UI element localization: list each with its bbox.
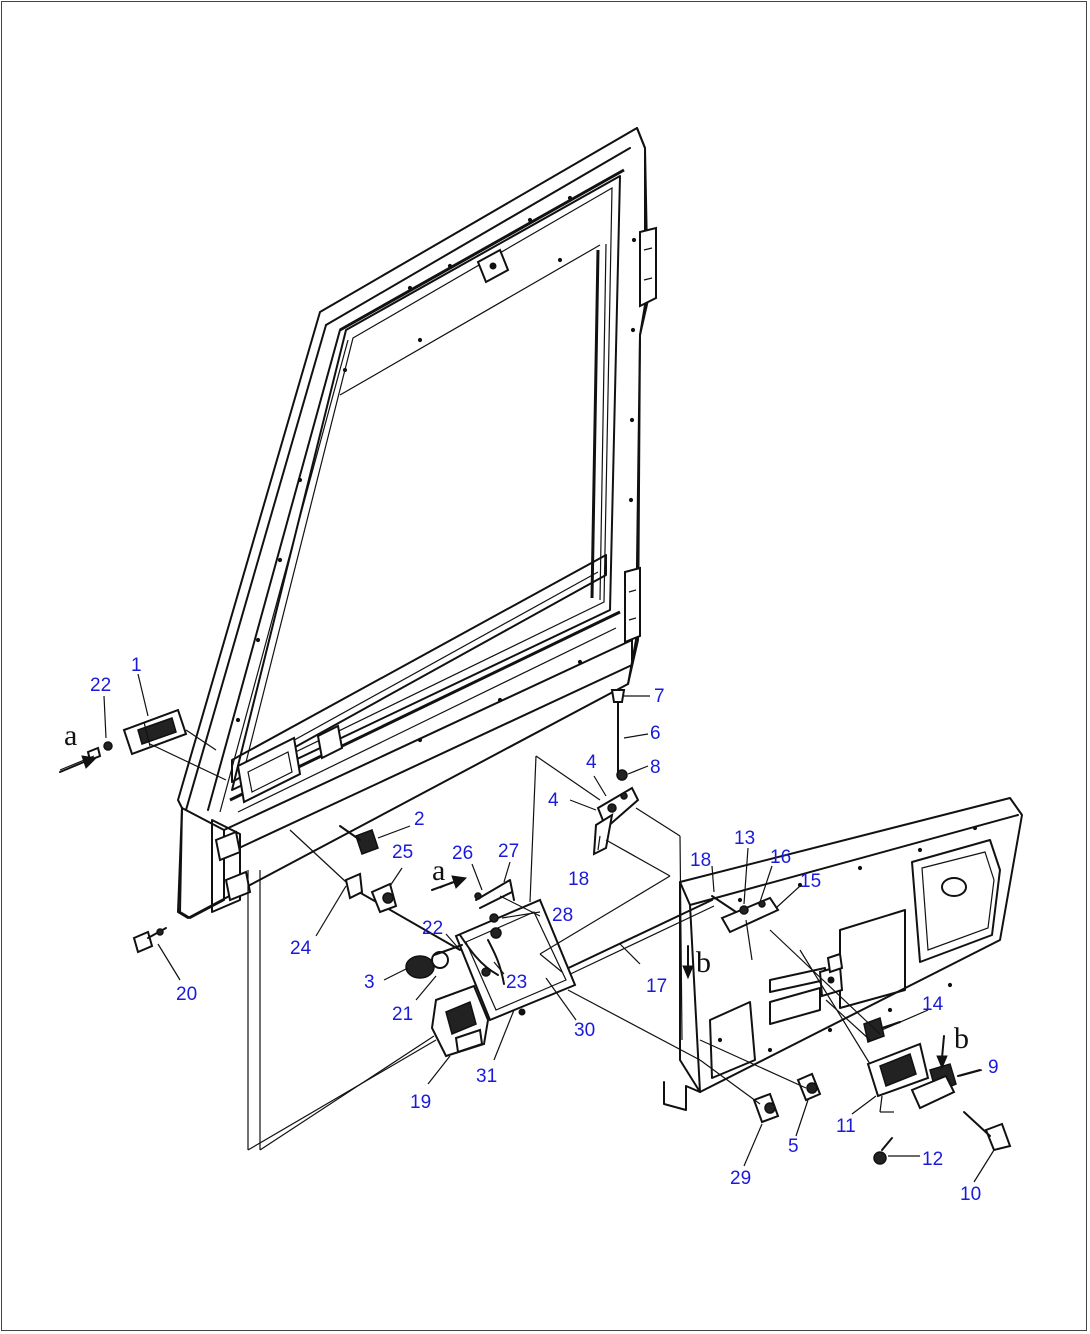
view-letter-a-mid: a <box>432 854 445 887</box>
bolt-29 <box>752 1092 780 1124</box>
inner-handle-11 <box>866 1042 930 1113</box>
callout-25: 25 <box>392 842 413 863</box>
linkage-assembly <box>344 689 780 1058</box>
view-letter-b-mid: b <box>696 946 711 979</box>
callout-27: 27 <box>498 841 519 862</box>
view-arrows <box>59 755 948 1070</box>
callout-23: 23 <box>506 972 527 993</box>
callout-7: 7 <box>654 686 665 707</box>
arrow-b-right <box>936 1055 948 1070</box>
callout-21: 21 <box>392 1004 413 1025</box>
frame-rivets <box>235 195 637 743</box>
callout-4-upper: 4 <box>586 752 597 773</box>
callout-5: 5 <box>788 1136 799 1157</box>
outer-handle-1 <box>122 708 188 756</box>
callout-18-right: 18 <box>690 850 711 871</box>
callout-20: 20 <box>176 984 197 1005</box>
arrow-a-mid <box>451 875 468 889</box>
bolt-10 <box>963 1111 1012 1152</box>
screw-12 <box>873 1137 893 1165</box>
arrow-b-mid <box>682 965 694 980</box>
leader-lines <box>103 673 995 1183</box>
callout-15: 15 <box>800 871 821 892</box>
view-letter-b-right: b <box>954 1022 969 1055</box>
bolt-2 <box>339 825 379 855</box>
callout-26: 26 <box>452 843 473 864</box>
callout-4-lower: 4 <box>548 790 559 811</box>
callout-19: 19 <box>410 1092 431 1113</box>
view-letter-a-left: a <box>64 719 77 752</box>
callout-28: 28 <box>552 905 573 926</box>
callout-31: 31 <box>476 1066 497 1087</box>
callout-6: 6 <box>650 723 661 744</box>
callout-11: 11 <box>836 1116 856 1137</box>
arrow-a-left <box>81 755 98 769</box>
bolt-5 <box>796 1072 822 1102</box>
bolt-25 <box>370 882 398 914</box>
lower-door-panel <box>663 797 1023 1111</box>
callout-30: 30 <box>574 1020 595 1041</box>
bolt-20 <box>132 927 167 954</box>
callout-29: 29 <box>730 1168 751 1189</box>
callout-9: 9 <box>988 1057 999 1078</box>
callout-22-lower: 22 <box>422 918 443 939</box>
callout-24: 24 <box>290 938 312 959</box>
callout-14: 14 <box>922 994 944 1015</box>
assembly-lines <box>59 729 881 1151</box>
callout-labels: 1 22 2 25 26 27 28 24 20 22 23 3 21 19 3… <box>90 655 999 1205</box>
door-frame <box>177 127 657 919</box>
callout-17: 17 <box>646 976 667 997</box>
callout-18-left: 18 <box>568 869 589 890</box>
callout-1: 1 <box>131 655 142 676</box>
callout-22: 22 <box>90 675 111 696</box>
callout-8: 8 <box>650 757 661 778</box>
callout-12: 12 <box>922 1149 943 1170</box>
callout-2: 2 <box>414 809 425 830</box>
callout-10: 10 <box>960 1184 981 1205</box>
callout-3: 3 <box>364 972 375 993</box>
callout-13: 13 <box>734 828 755 849</box>
callout-16: 16 <box>770 847 791 868</box>
